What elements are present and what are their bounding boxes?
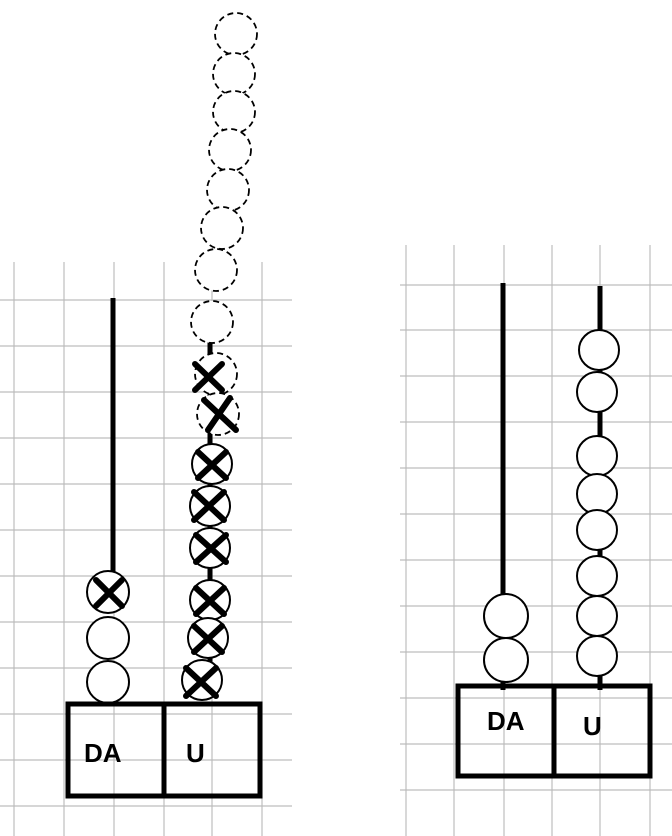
bead [86, 616, 130, 660]
beads-u-right [576, 329, 620, 677]
bead [576, 595, 618, 637]
bead [576, 555, 618, 597]
bead [212, 90, 256, 134]
bead [214, 12, 258, 56]
bead [576, 435, 618, 477]
label-da-left: DA [84, 738, 122, 768]
label-da-right: DA [487, 706, 525, 736]
bead [86, 660, 130, 704]
cross-mark [93, 577, 125, 609]
bead [576, 509, 618, 551]
bead [194, 248, 238, 292]
label-u-right: U [583, 711, 602, 741]
bead [200, 206, 244, 250]
beads-da-right [483, 593, 529, 683]
added-beads-u-left [190, 12, 258, 436]
bead [578, 329, 620, 371]
cross-marks-u-left [183, 361, 239, 699]
label-u-left: U [186, 738, 205, 768]
bead [576, 473, 618, 515]
right-abacus: DA U [455, 283, 653, 779]
bead [206, 168, 250, 212]
right-grid [400, 245, 672, 836]
bead [483, 593, 529, 639]
bead [190, 300, 234, 344]
bead [208, 128, 252, 172]
left-abacus: DA U [65, 12, 263, 799]
bead [576, 371, 618, 413]
bead [212, 52, 256, 96]
beads-u-left [181, 443, 233, 701]
bead [483, 637, 529, 683]
bead [576, 635, 618, 677]
left-grid [0, 262, 292, 836]
